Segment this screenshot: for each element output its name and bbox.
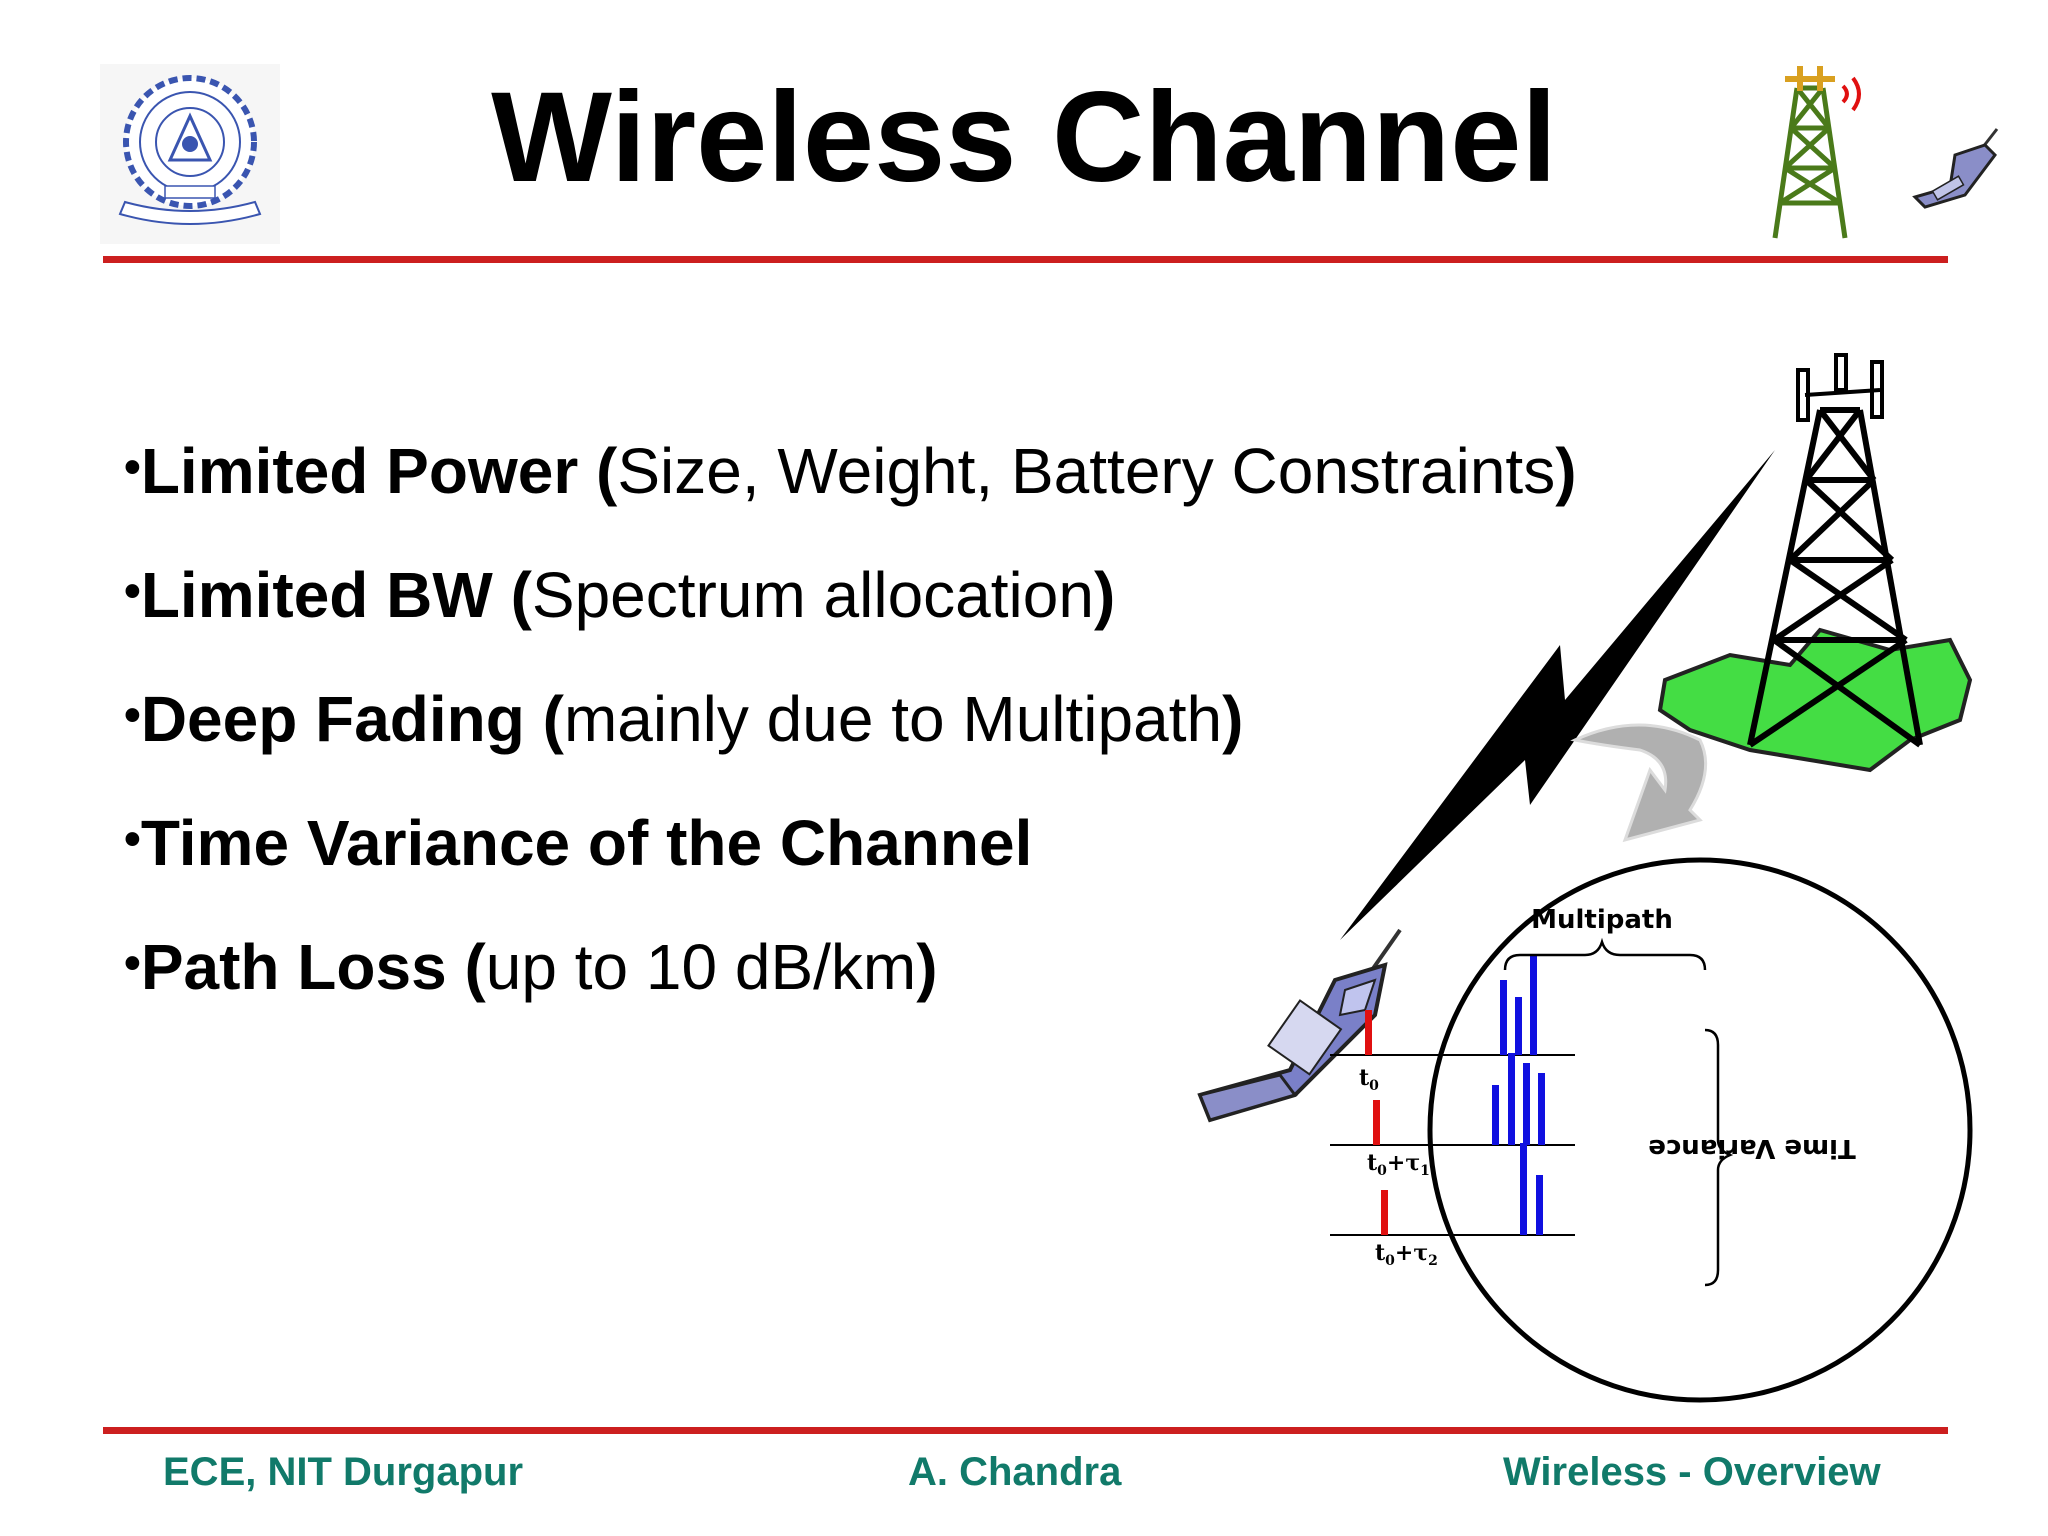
cell-tower-icon: [1772, 66, 1861, 239]
bullet-list: •Limited Power (Size, Weight, Battery Co…: [124, 420, 1724, 1040]
multipath-pulse: [1538, 1073, 1545, 1145]
multipath-pulse: [1508, 1053, 1515, 1145]
time-variance-label: Time Variance: [1648, 1133, 1856, 1163]
bullet-bold-text: Path Loss (: [140, 931, 486, 1003]
multipath-pulse: [1492, 1085, 1499, 1145]
bullet-detail-text: up to 10 dB/km: [485, 931, 917, 1003]
bullet-marker: •: [124, 565, 141, 618]
time-label: t0+τ1: [1367, 1150, 1430, 1179]
footer-topic: Wireless - Overview: [1503, 1450, 1881, 1494]
time-label: t0: [1359, 1065, 1379, 1094]
bullet-item: •Time Variance of the Channel: [124, 792, 1724, 916]
bullet-bold-text: Deep Fading (: [140, 683, 564, 755]
multipath-pulse: [1530, 955, 1537, 1055]
bullet-item: •Limited Power (Size, Weight, Battery Co…: [124, 420, 1724, 544]
bullet-detail-text: Size, Weight, Battery Constraints: [617, 435, 1556, 507]
bullet-marker: •: [124, 813, 141, 866]
mobile-phone-icon: [1912, 128, 1999, 209]
bullet-close-paren: ): [1093, 559, 1116, 631]
slide-title: Wireless Channel: [491, 66, 1557, 209]
multipath-pulse: [1523, 1063, 1530, 1145]
direct-path-pulse: [1365, 1010, 1372, 1055]
bullet-item: •Path Loss (up to 10 dB/km): [124, 916, 1724, 1040]
bullet-close-paren: ): [916, 931, 938, 1003]
bullet-marker: •: [124, 441, 141, 494]
direct-path-pulse: [1373, 1100, 1380, 1145]
footer-divider: [103, 1427, 1948, 1434]
multipath-pulse: [1515, 997, 1522, 1055]
bullet-bold-text: Time Variance of the Channel: [140, 807, 1033, 879]
bullet-close-paren: ): [1222, 683, 1244, 755]
bullet-close-paren: ): [1555, 435, 1577, 507]
multipath-label: Multipath: [1531, 905, 1673, 935]
large-cell-tower-icon: [1747, 407, 1923, 748]
bullet-bold-text: Limited BW (: [140, 559, 532, 631]
curved-arrow-icon: [1570, 723, 1708, 843]
institute-logo: [100, 64, 280, 244]
bullet-detail-text: Spectrum allocation: [531, 559, 1094, 631]
multipath-pulse: [1536, 1175, 1543, 1235]
tower-antennas: [1796, 353, 1884, 422]
multipath-diagram: t0 t0+τ1 t0+τ2 Multipath Time Variance: [1197, 353, 1973, 1403]
multipath-pulse: [1500, 980, 1507, 1055]
direct-path-pulse: [1381, 1190, 1388, 1235]
multipath-pulse: [1520, 1143, 1527, 1235]
header-divider: [103, 256, 1948, 263]
lightning-icon: [1340, 450, 1775, 940]
footer-author: A. Chandra: [908, 1450, 1122, 1494]
time-variance-brace: [1704, 1028, 1734, 1287]
bullet-marker: •: [124, 937, 141, 990]
bullet-detail-text: mainly due to Multipath: [563, 683, 1223, 755]
bullet-item: •Deep Fading (mainly due to Multipath): [124, 668, 1724, 792]
footer-department: ECE, NIT Durgapur: [163, 1450, 524, 1494]
multipath-inset-circle: [1427, 857, 1973, 1403]
multipath-brace: [1503, 937, 1707, 971]
large-mobile-phone-icon: [1197, 928, 1402, 1123]
pulse-diagram: t0 t0+τ1 t0+τ2: [1330, 955, 1575, 1269]
bullet-bold-text: Limited Power (: [140, 435, 618, 507]
time-label: t0+τ2: [1375, 1240, 1438, 1269]
bullet-marker: •: [124, 689, 141, 742]
bullet-item: •Limited BW (Spectrum allocation): [124, 544, 1724, 668]
